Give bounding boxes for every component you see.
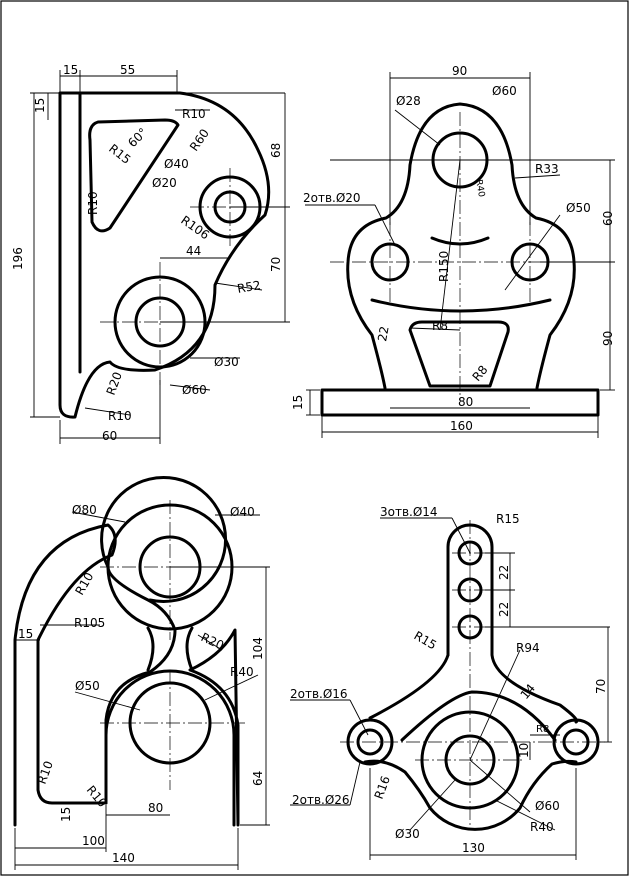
dim-r40: R40	[530, 820, 554, 834]
dim-60: 60	[102, 429, 117, 443]
dim-196: 196	[11, 247, 25, 270]
dim-55: 55	[120, 63, 135, 77]
dim-r16: R16	[372, 774, 393, 801]
arm-outline	[446, 523, 579, 724]
dim-r94: R94	[516, 641, 540, 655]
dim-68: 68	[269, 143, 283, 158]
dim-22-upper: 22	[497, 565, 511, 580]
dim-d30: Ø30	[214, 355, 239, 369]
dim-104: 104	[251, 637, 265, 660]
dim-d28: Ø28	[396, 94, 421, 108]
dim-r150: R150	[437, 251, 451, 282]
dim-d30: Ø30	[395, 827, 420, 841]
inner-triangle-slot	[88, 118, 180, 233]
dim-d60: Ø60	[182, 383, 207, 397]
dim-holes-2xd16: 2отв.Ø16	[290, 687, 348, 701]
dim-22: 22	[375, 325, 391, 342]
dim-70: 70	[594, 679, 608, 694]
dim-d60: Ø60	[535, 799, 560, 813]
dim-80: 80	[458, 395, 473, 409]
dim-r106: R106	[178, 213, 212, 242]
dim-15: 15	[18, 627, 33, 641]
body-outline	[363, 653, 578, 831]
dim-r15-fillet: R15	[412, 628, 439, 652]
dim-holes-2xd20: 2отв.Ø20	[303, 191, 361, 205]
dim-d50: Ø50	[75, 679, 100, 693]
dim-60deg: 60°	[125, 125, 150, 150]
lower-arc	[370, 298, 552, 313]
dim-64: 64	[251, 771, 265, 786]
dim-r8-lower: R8	[470, 363, 491, 384]
inner-window	[408, 320, 510, 388]
dim-d50: Ø50	[566, 201, 591, 215]
dim-10: 10	[517, 743, 531, 758]
dim-r15-top: R15	[496, 512, 520, 526]
dim-r33: R33	[535, 162, 559, 176]
dim-90-vert: 90	[601, 331, 615, 346]
view-top-right: 90 Ø28 Ø60 R33 60 2отв.Ø20 R40 Ø50 R150 …	[291, 64, 615, 438]
dim-15-vert: 15	[59, 807, 73, 822]
dim-r20: R20	[104, 370, 125, 397]
view-bottom-left: Ø80 Ø40 R10 R105 15 R20 104 R40 Ø50 64 R…	[13, 476, 270, 870]
dim-r10-top: R10	[182, 107, 206, 121]
part-outline	[58, 91, 271, 419]
dim-70: 70	[269, 257, 283, 272]
dim-holes-2xd26: 2отв.Ø26	[292, 793, 350, 807]
dim-15: 15	[63, 63, 78, 77]
dim-130: 130	[462, 841, 485, 855]
dim-15-vert: 15	[33, 98, 47, 113]
dim-90: 90	[452, 64, 467, 78]
dim-15: 15	[291, 395, 305, 410]
dim-r105: R105	[74, 616, 105, 630]
dim-r10-left: R10	[86, 191, 100, 215]
dim-r8-upper: R8	[432, 319, 448, 333]
dim-d40: Ø40	[164, 157, 189, 171]
boss-right-d26	[552, 718, 600, 766]
dim-140: 140	[112, 851, 135, 865]
dim-d40: Ø40	[230, 505, 255, 519]
dim-160: 160	[450, 419, 473, 433]
dim-r10-upper: R10	[72, 570, 96, 597]
dim-r52: R52	[236, 278, 262, 296]
dim-14: 14	[518, 681, 539, 702]
dim-r60: R60	[187, 126, 212, 153]
dim-60-vert: 60	[601, 211, 615, 226]
view-bottom-right: 3отв.Ø14 R15 22 22 R15 R94 70 14 2отв.Ø1…	[290, 505, 612, 860]
dim-d60: Ø60	[492, 84, 517, 98]
dim-r8: R8	[536, 724, 549, 735]
dim-holes-3xd14: 3отв.Ø14	[380, 505, 438, 519]
dim-100: 100	[82, 834, 105, 848]
dim-d80: Ø80	[72, 503, 97, 517]
dim-d20: Ø20	[152, 176, 177, 190]
body-outline	[346, 102, 576, 390]
dim-80: 80	[148, 801, 163, 815]
dim-r40: R40	[230, 665, 254, 679]
dim-r10-bottom: R10	[108, 409, 132, 423]
neck	[146, 626, 194, 672]
dim-44: 44	[186, 244, 201, 258]
dim-r40: R40	[473, 179, 486, 198]
view-top-left: 15 55 15 R10 60° R15 R60 Ø40 Ø20 R10 R10…	[11, 63, 290, 444]
dim-22-lower: 22	[497, 602, 511, 617]
